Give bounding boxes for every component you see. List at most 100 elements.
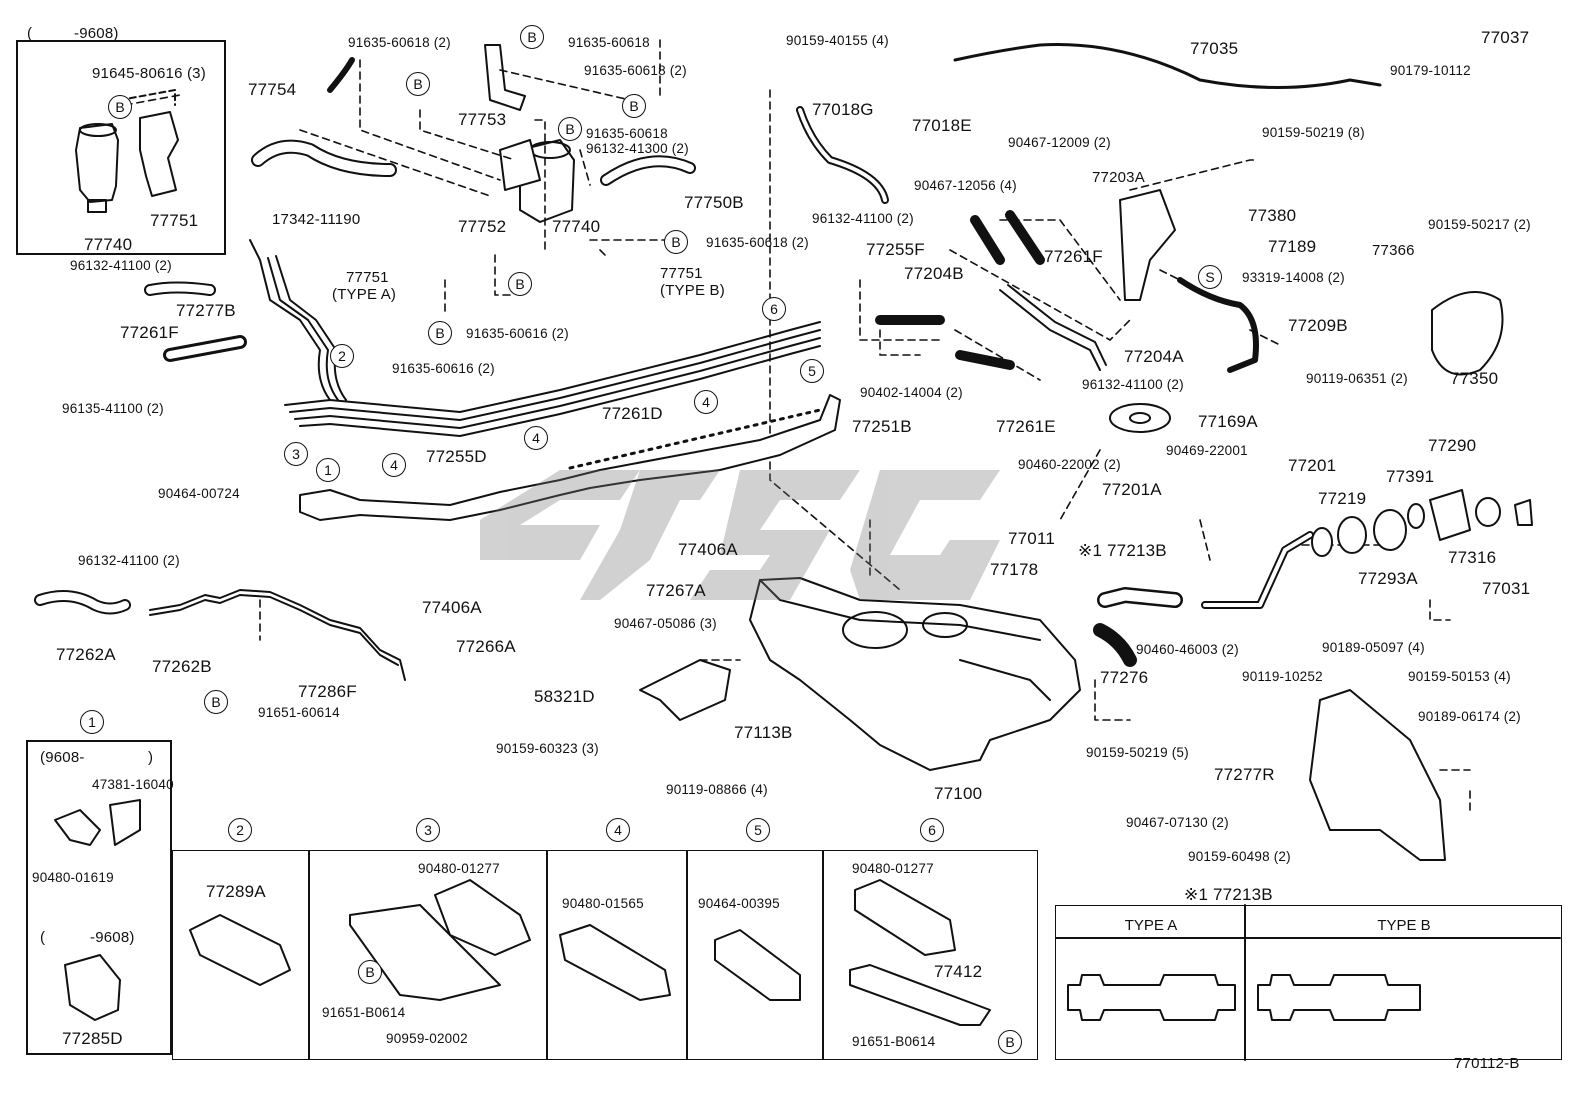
part-label: 77011 [1008,529,1056,548]
callout-b: B [108,95,132,119]
callout-6: 6 [920,818,944,842]
part-label: (TYPE A) [332,286,397,303]
inset-frame-clamps [172,850,1038,1060]
part-label: 90467-05086 (3) [614,616,717,631]
callout-b: B [664,230,688,254]
type-b-header: TYPE B [1377,917,1431,934]
divider [822,850,824,1060]
part-label: 77204A [1124,347,1184,366]
part-label: 77261D [602,404,663,423]
part-label: 77201 [1288,456,1337,475]
part-label: 90189-05097 (4) [1322,640,1425,655]
callout-4: 4 [524,426,548,450]
part-label: 90469-22001 [1166,443,1248,458]
part-label: 77391 [1386,467,1435,486]
callout-b: B [622,94,646,118]
part-label: -9608) [90,929,135,946]
part-label: -9608) [74,25,119,42]
part-label: 90119-08866 (4) [666,782,768,797]
part-label: 91651-B0614 [852,1034,936,1049]
part-label: 77204B [904,264,964,283]
part-label: 96132-41100 (2) [812,211,914,226]
callout-b: B [204,690,228,714]
part-label: 90467-07130 (2) [1126,815,1229,830]
part-label: 90159-50153 (4) [1408,669,1511,684]
part-label: 77751 [660,265,703,282]
part-label: 90480-01277 [418,861,500,876]
callout-b: B [406,72,430,96]
callout-b: B [358,960,382,984]
part-label: 77267A [646,581,706,600]
part-label: 77169A [1198,412,1258,431]
divider [546,850,548,1060]
part-label: 77201A [1102,480,1162,499]
part-label: 90159-50219 (8) [1262,125,1365,140]
part-label: 90159-40155 (4) [786,33,889,48]
callout-4: 4 [694,390,718,414]
callout-2: 2 [228,818,252,842]
part-label: 90480-01277 [852,861,934,876]
part-label: (9608- [40,749,85,766]
part-label: 77100 [934,784,983,803]
part-label: 77203A [1092,169,1145,186]
type-a-header: TYPE A [1124,917,1178,934]
part-label: 90959-02002 [386,1031,468,1046]
callout-6: 6 [762,297,786,321]
part-label: 77261E [996,417,1056,436]
part-label: 90159-60498 (2) [1188,849,1291,864]
part-label: 77255D [426,447,487,466]
callout-b: B [428,321,452,345]
part-label: 96132-41100 (2) [78,553,180,568]
part-label: 91635-60616 (2) [466,326,569,341]
part-label: 77316 [1448,548,1497,567]
part-label: 90480-01619 [32,870,114,885]
part-label: 17342-11190 [272,211,361,228]
part-label: 91635-60618 [568,35,650,50]
part-label: 77262B [152,657,212,676]
callout-1: 1 [80,710,104,734]
part-label: 91635-60618 (2) [348,35,451,50]
callout-s: S [1198,265,1222,289]
part-label: 91635-60618 (2) [584,63,687,78]
divider [308,850,310,1060]
part-label: 77189 [1268,237,1317,256]
callout-1: 1 [316,458,340,482]
part-label: 77289A [206,882,266,901]
divider [686,850,688,1060]
part-label: 90480-01565 [562,896,644,911]
callout-2: 2 [330,344,354,368]
part-label: 90159-50219 (5) [1086,745,1189,760]
part-label: 77750B [684,193,744,212]
callout-b: B [998,1030,1022,1054]
part-label: 77018G [812,100,874,119]
part-label: ※1 77213B [1078,541,1167,560]
part-label: 77209B [1288,316,1348,335]
part-label: (TYPE B) [660,282,725,299]
callout-4: 4 [606,818,630,842]
part-label: 77751 [150,211,199,230]
part-label: 77251B [852,417,912,436]
part-label: 77380 [1248,206,1297,225]
callout-5: 5 [746,818,770,842]
part-label: 77406A [422,598,482,617]
part-label: ( [40,929,46,946]
part-label: 96135-41100 (2) [62,401,164,416]
part-label: 77406A [678,540,738,559]
part-label: 77277R [1214,765,1275,784]
inset-frame-hose-types [1055,905,1562,1060]
diagram-number: 770112-B [1454,1055,1520,1072]
callout-b: B [520,25,544,49]
part-label: 58321D [534,687,595,706]
part-label: ) [148,749,154,766]
part-label: 90119-10252 [1242,669,1323,684]
part-label: 91651-60614 [258,705,340,720]
part-label: 90179-10112 [1390,63,1471,78]
part-label: 96132-41100 (2) [70,258,172,273]
part-label: 77293A [1358,569,1418,588]
part-label: 90460-22002 (2) [1018,457,1121,472]
part-label: 77751 [346,269,389,286]
part-label: 91651-B0614 [322,1005,406,1020]
part-label: 90467-12009 (2) [1008,135,1111,150]
part-label: 47381-16040 [92,777,174,792]
